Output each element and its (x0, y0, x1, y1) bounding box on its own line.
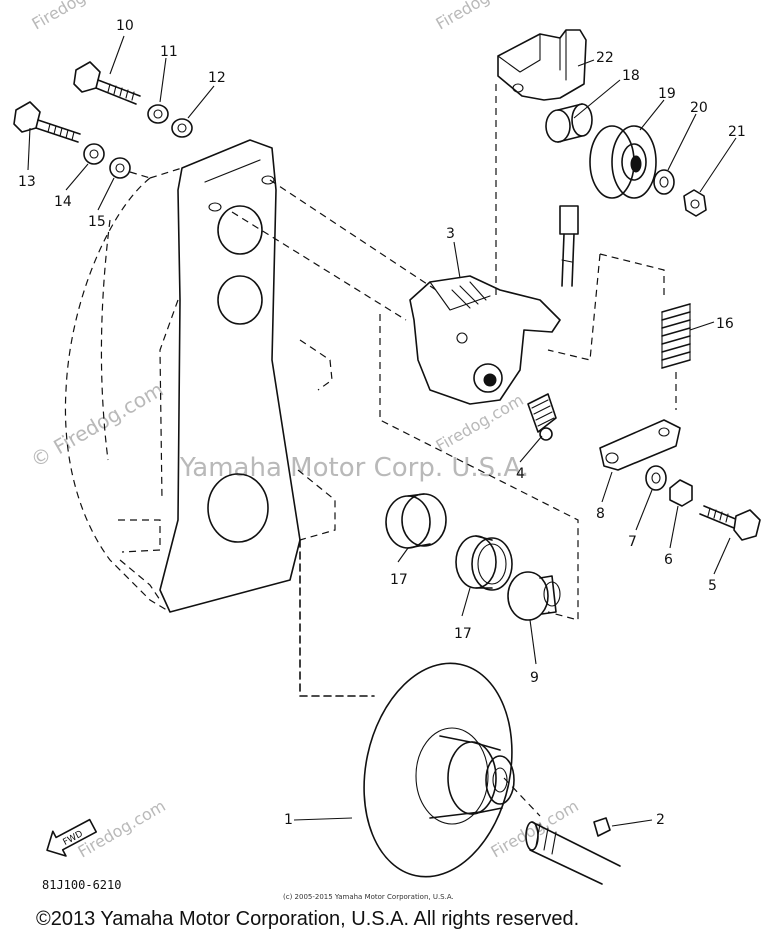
firedog-watermark-top-right: Firedog.com (433, 0, 527, 33)
arm-bracket-3 (409, 275, 561, 405)
lock-washer-11 (147, 104, 169, 124)
watermark-layer: Yamaha Motor Corp. U.S.A. © Firedog.com … (27, 0, 582, 861)
bracket-22 (497, 29, 587, 101)
bushing-17-lower (455, 535, 513, 591)
sheave-1 (299, 539, 541, 878)
washer-20 (653, 169, 675, 195)
bushing-17-upper (385, 493, 447, 549)
callout-14: 14 (54, 194, 72, 210)
spring-16 (661, 303, 691, 369)
lock-washer-14 (83, 143, 105, 165)
housing-outline (64, 167, 336, 613)
nut-6 (669, 479, 693, 507)
bolt-13 (13, 101, 81, 143)
arm-line-top (269, 179, 437, 291)
lever-8 (599, 419, 681, 471)
callout-18: 18 (622, 68, 640, 84)
callout-16: 16 (716, 316, 734, 332)
nut-21 (683, 189, 707, 217)
bolt-5 (699, 505, 761, 541)
arm-line-left (379, 314, 579, 621)
callout-19: 19 (658, 86, 676, 102)
arm-line-mid (231, 211, 407, 321)
washer-15 (109, 157, 131, 179)
leader-lines (27, 35, 737, 827)
callout-2: 2 (656, 812, 665, 828)
copyright-notice: ©2013 Yamaha Motor Corporation, U.S.A. A… (36, 908, 580, 930)
small-copyright: (c) 2005-2015 Yamaha Motor Corporation, … (283, 893, 454, 901)
callout-4: 4 (516, 466, 525, 482)
pin-4 (527, 393, 557, 441)
callout-1: 1 (284, 812, 293, 828)
callout-3: 3 (446, 226, 455, 242)
spring-line-left (547, 253, 601, 361)
callout-17-upper: 17 (390, 572, 408, 588)
callout-12: 12 (208, 70, 226, 86)
callout-9: 9 (530, 670, 539, 686)
diagram-code: 81J100-6210 (42, 878, 122, 892)
shaft-9 (507, 571, 561, 621)
callout-6: 6 (664, 552, 673, 568)
bracket-plate (159, 139, 301, 613)
key-2 (593, 817, 611, 837)
callout-13: 13 (18, 174, 36, 190)
callouts: 10 11 12 13 14 15 22 18 19 20 21 3 16 4 … (18, 18, 746, 828)
pulley-19 (589, 125, 657, 199)
collar-18 (545, 103, 593, 143)
callout-15: 15 (88, 214, 106, 230)
shaft (525, 821, 621, 885)
firedog-watermark-top-left: Firedog.com (29, 0, 123, 33)
washer-12 (171, 118, 193, 138)
callout-5: 5 (708, 578, 717, 594)
callout-17-lower: 17 (454, 626, 472, 642)
adjuster-rod (559, 205, 579, 287)
callout-20: 20 (690, 100, 708, 116)
bolt-line-13 (129, 171, 151, 179)
bolt-10 (73, 61, 141, 105)
callout-7: 7 (628, 534, 637, 550)
firedog-watermark-left: © Firedog.com (27, 377, 168, 472)
washer-7 (645, 465, 667, 491)
firedog-watermark-center: Firedog.com (433, 390, 527, 455)
yamaha-watermark: Yamaha Motor Corp. U.S.A. (179, 453, 529, 483)
callout-11: 11 (160, 44, 178, 60)
firedog-watermark-bottom-left: Firedog.com (75, 796, 169, 861)
callout-22: 22 (596, 50, 614, 66)
spring-line-top (599, 253, 665, 298)
callout-10: 10 (116, 18, 134, 34)
callout-8: 8 (596, 506, 605, 522)
callout-21: 21 (728, 124, 746, 140)
